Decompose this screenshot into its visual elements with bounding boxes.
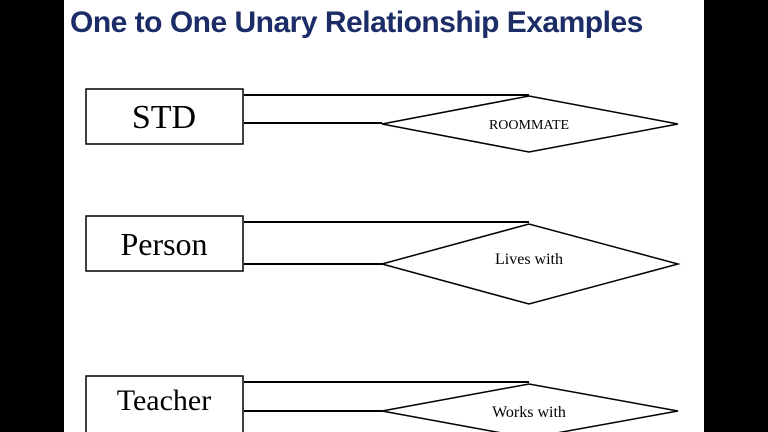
entity-box-1	[85, 88, 244, 145]
entity-box-3	[85, 375, 244, 432]
relationship-diamond-2	[379, 223, 681, 305]
slide-title: One to One Unary Relationship Examples	[70, 6, 643, 39]
entity-label-1: STD	[132, 99, 196, 136]
diagram-2: Person Lives with	[85, 215, 681, 305]
er-diagram: STD ROOMMATE Person Lives with Teacher W…	[85, 88, 681, 432]
entity-box-2	[85, 215, 244, 272]
diagram-3: Teacher Works with	[85, 375, 679, 432]
diagram-1: STD ROOMMATE	[85, 88, 679, 153]
relationship-label-1: ROOMMATE	[489, 118, 569, 133]
entity-label-3: Teacher	[117, 384, 211, 417]
relationship-diamond-1	[381, 95, 679, 153]
relationship-diamond-3	[381, 383, 679, 432]
slide: One to One Unary Relationship Examples S…	[64, 0, 704, 432]
entity-label-2: Person	[120, 226, 207, 262]
relationship-label-2: Lives with	[495, 251, 563, 268]
relationship-label-3: Works with	[492, 404, 566, 421]
